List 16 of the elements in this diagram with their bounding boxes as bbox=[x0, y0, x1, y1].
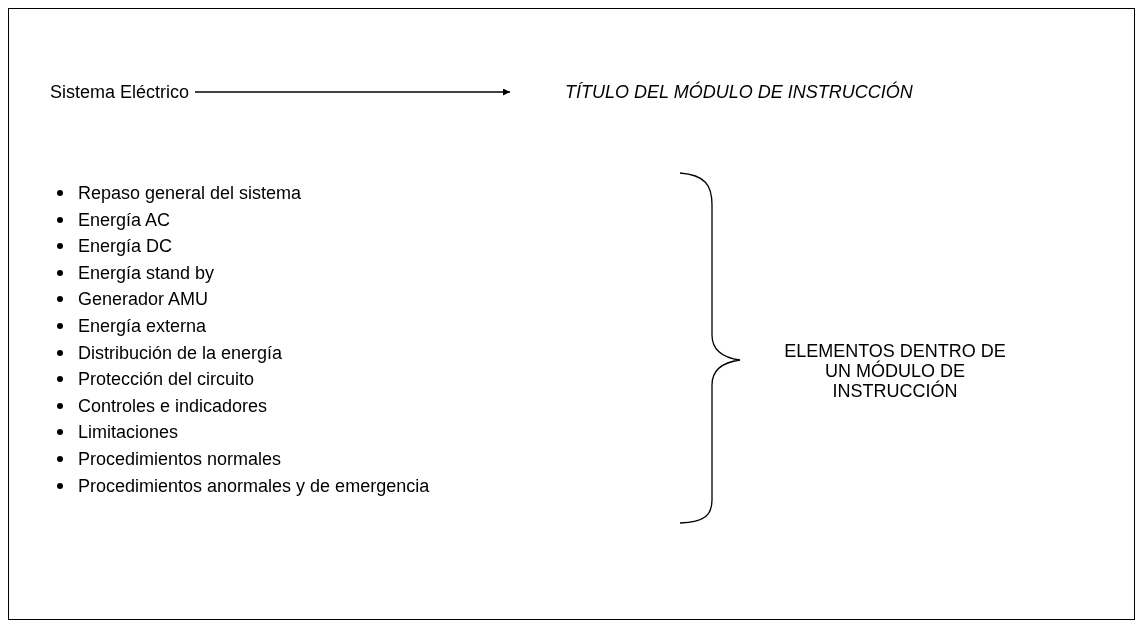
system-label: Sistema Eléctrico bbox=[50, 81, 190, 103]
list-item: Procedimientos anormales y de emergencia bbox=[78, 474, 430, 497]
list-item: Procedimientos normales bbox=[78, 448, 282, 470]
list-item: Energía AC bbox=[78, 208, 171, 231]
arrow bbox=[194, 88, 511, 96]
list-item: Limitaciones bbox=[78, 421, 179, 444]
list-item: Energía stand by bbox=[78, 261, 215, 284]
list-item: Generador AMU bbox=[78, 288, 209, 311]
list-item: Distribución de la energía bbox=[78, 341, 283, 364]
list-item: Protección del circuito bbox=[78, 368, 255, 391]
list-item: Energía DC bbox=[78, 235, 173, 258]
module-title: TÍTULO DEL MÓDULO DE INSTRUCCIÓN bbox=[565, 81, 913, 103]
list-item: Repaso general del sistema bbox=[78, 182, 302, 204]
list-item: Controles e indicadores bbox=[78, 394, 268, 417]
brace-caption: ELEMENTOS DENTRO DE UN MÓDULO DE INSTRUCCIÓN bbox=[783, 341, 1007, 401]
list-item: Energía externa bbox=[78, 315, 207, 337]
